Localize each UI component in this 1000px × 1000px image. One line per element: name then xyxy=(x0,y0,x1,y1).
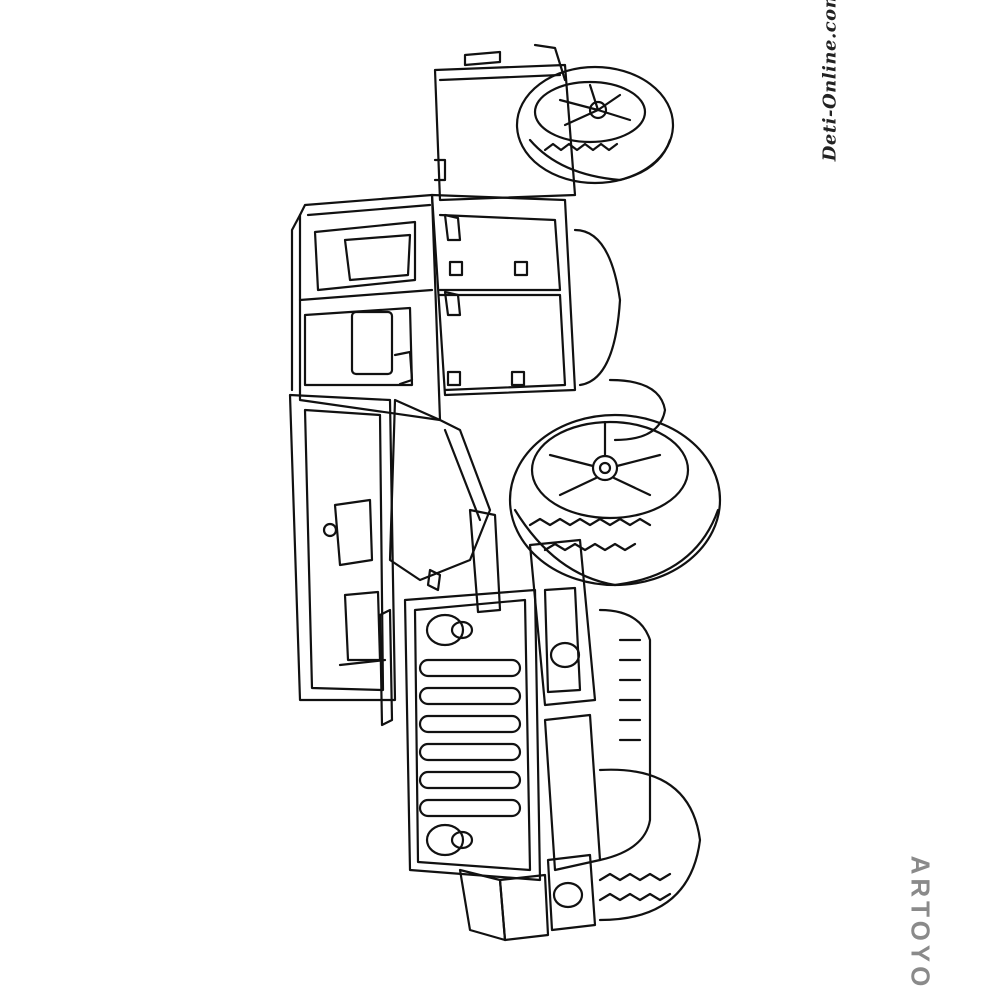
hood xyxy=(388,398,502,614)
side-windows xyxy=(303,220,417,387)
front-bumper xyxy=(458,538,602,942)
spare-tire xyxy=(515,65,675,185)
grille xyxy=(403,588,542,882)
rear-wheel xyxy=(573,228,667,442)
site-watermark: Deti-Online.com xyxy=(810,0,850,161)
front-lower-wheel xyxy=(598,608,702,922)
body-side xyxy=(430,43,577,397)
windshield xyxy=(288,393,397,702)
side-mirror xyxy=(378,568,442,727)
roof xyxy=(290,193,442,422)
brand-watermark-text: ARTOYO xyxy=(905,855,936,990)
site-watermark-text: Deti-Online.com xyxy=(819,0,841,162)
brand-watermark: ARTOYO xyxy=(900,855,940,990)
